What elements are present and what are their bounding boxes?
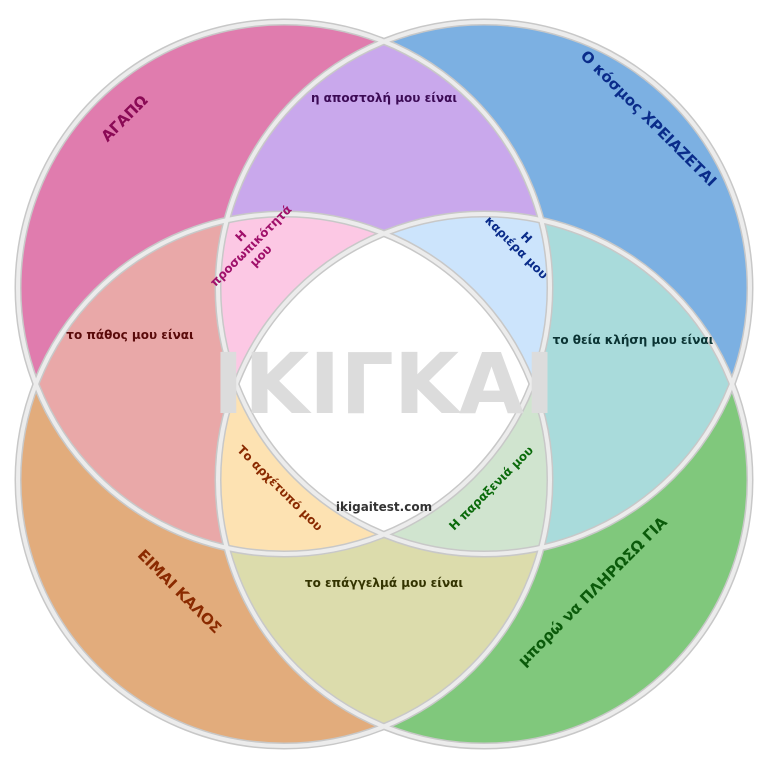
vocation-label: το θεία κλήση μου είναι — [553, 333, 714, 347]
mission-label: η αποστολή μου είναι — [311, 91, 457, 105]
ikigai-title: ΙΚΙΓΚΑΙ — [213, 335, 555, 433]
passion-label: το πάθος μου είναι — [66, 328, 194, 342]
website-label: ikigaitest.com — [336, 500, 432, 514]
profession-label: το επάγγελμά μου είναι — [305, 576, 463, 590]
